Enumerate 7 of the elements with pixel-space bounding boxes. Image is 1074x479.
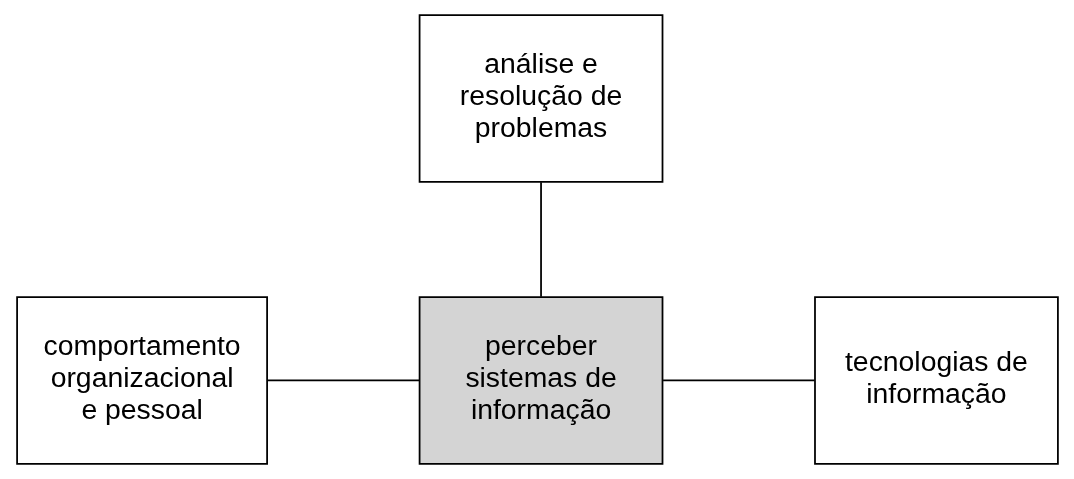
node-box: comportamento organizacional e pessoal <box>15 296 268 465</box>
node-box: análise e resolução de problemas <box>418 14 663 183</box>
connector <box>539 181 542 298</box>
connector <box>661 379 816 382</box>
node-box: perceber sistemas de informação <box>418 296 663 465</box>
connector <box>266 379 420 382</box>
node-box: tecnologias de informação <box>813 296 1059 465</box>
